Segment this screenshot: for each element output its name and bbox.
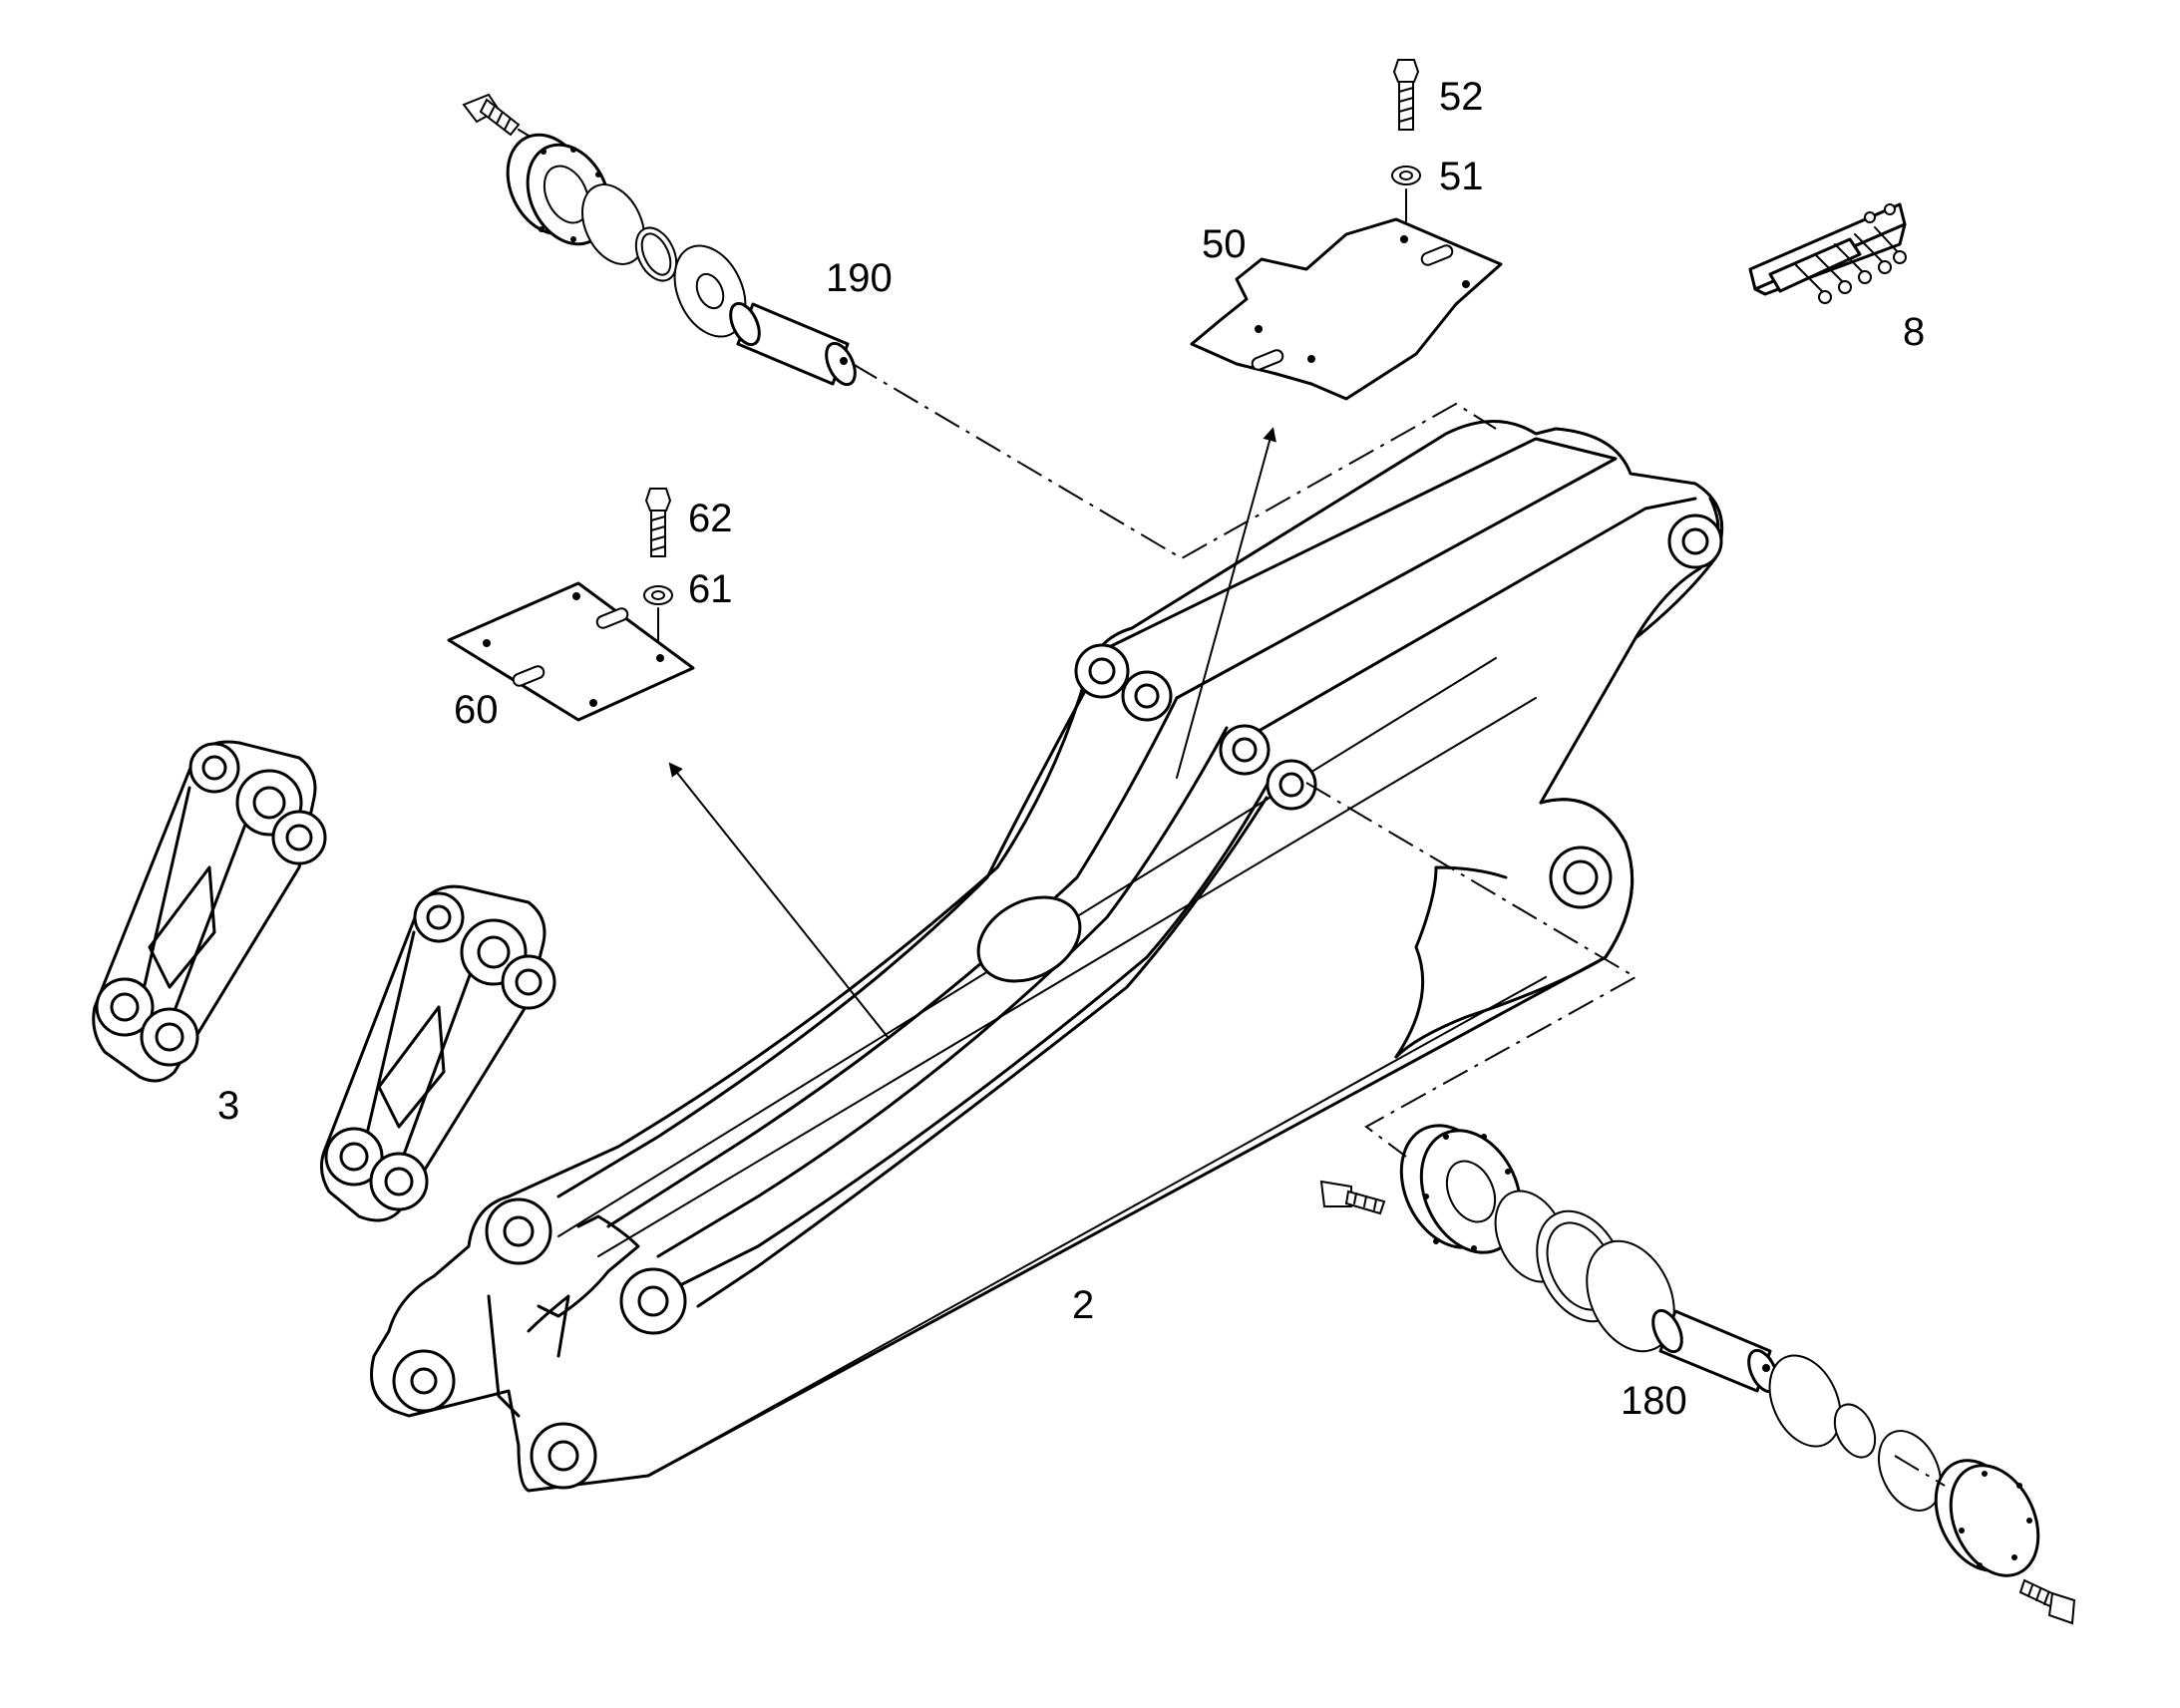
label-51: 51 <box>1439 155 1484 198</box>
side-bolt <box>644 488 672 557</box>
boom <box>370 420 1724 1493</box>
lower-o-ring-outer <box>1878 1430 1942 1512</box>
lower-end-cap <box>1934 1459 2040 1577</box>
label-61: 61 <box>688 567 733 611</box>
lower-bolt <box>1319 1180 1386 1215</box>
upper-pin-axis <box>852 363 1497 560</box>
top-bolt <box>1392 59 1420 131</box>
label-8: 8 <box>1903 310 1925 354</box>
lower-pin <box>1651 1308 1779 1394</box>
lower-pin-axis <box>1305 782 1638 1158</box>
lower-end-axis <box>1894 1455 1946 1487</box>
label-190: 190 <box>826 256 893 300</box>
label-50: 50 <box>1202 222 1247 266</box>
top-washer <box>1391 166 1421 185</box>
label-3: 3 <box>217 1084 239 1128</box>
upper-shim <box>673 244 747 338</box>
lower-end-bolt <box>2018 1578 2076 1625</box>
lower-shim <box>1768 1354 1842 1448</box>
upper-snap-ring-inner <box>640 232 672 276</box>
top-plate-arrow <box>1176 427 1276 779</box>
side-cover-plate <box>447 581 695 722</box>
lower-snap-ring <box>1833 1403 1877 1459</box>
label-62: 62 <box>688 497 733 540</box>
connector-block <box>1748 202 1907 304</box>
top-cover-plate <box>1190 217 1503 401</box>
label-60: 60 <box>454 688 499 732</box>
label-52: 52 <box>1439 75 1484 119</box>
link-a <box>92 740 327 1083</box>
side-washer <box>643 585 673 605</box>
upper-pin <box>729 301 857 387</box>
label-2: 2 <box>1072 1283 1094 1327</box>
upper-o-ring <box>581 183 645 265</box>
upper-bolt <box>462 93 521 137</box>
side-plate-arrow <box>668 762 889 1038</box>
label-180: 180 <box>1621 1379 1687 1423</box>
link-b <box>319 884 556 1222</box>
